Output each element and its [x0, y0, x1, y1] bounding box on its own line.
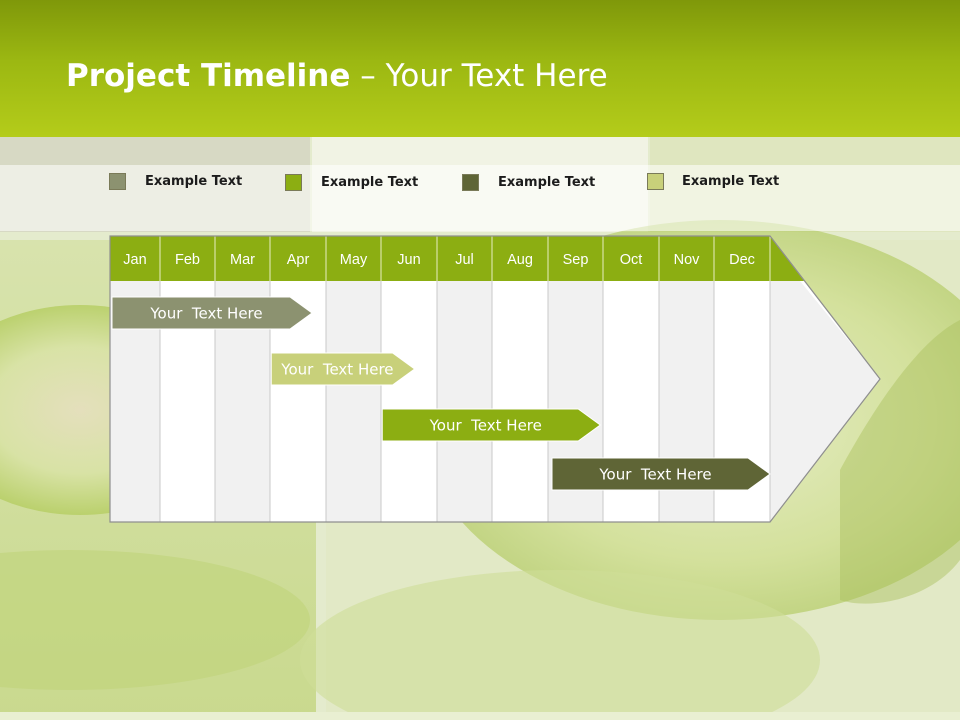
task-bar-1 [111, 296, 313, 330]
month-label-mar: Mar [230, 252, 255, 268]
month-label-aug: Aug [507, 252, 533, 268]
legend-label-3: Example Text [498, 174, 596, 190]
legend-swatch-4 [647, 172, 664, 190]
month-label-dec: Dec [729, 252, 755, 268]
legend-item-3: Example Text [462, 171, 595, 193]
month-label-feb: Feb [175, 252, 200, 268]
slide-title: Project Timeline – Your Text Here [66, 58, 608, 94]
month-label-apr: Apr [287, 252, 310, 268]
task-bar-2 [270, 352, 416, 386]
month-column-jul [437, 281, 492, 522]
legend-label-4: Example Text [682, 173, 780, 189]
timeline-arrow-outline [109, 235, 881, 523]
legend-swatch-3 [462, 173, 479, 191]
title-bold-text: Project Timeline [66, 58, 351, 94]
legend-item-1: Example Text [109, 170, 242, 192]
month-header-row [110, 236, 804, 281]
legend-label-1: Example Text [145, 173, 243, 189]
month-label-sep: Sep [563, 252, 589, 268]
month-column-may [326, 281, 381, 522]
month-label-jul: Jul [455, 252, 474, 268]
task-bar-3 [381, 408, 602, 442]
month-label-oct: Oct [620, 252, 643, 268]
task-bar-label-4: Your Text Here [598, 466, 711, 484]
title-rest-text: – Your Text Here [350, 58, 608, 94]
month-label-may: May [340, 252, 368, 268]
month-column-jun [381, 281, 437, 522]
task-bar-label-1: Your Text Here [149, 305, 262, 323]
title-band [0, 0, 960, 137]
legend-swatch-1 [109, 172, 126, 190]
legend-strip [0, 165, 960, 231]
task-bar-4 [551, 457, 771, 491]
month-label-nov: Nov [674, 252, 701, 268]
arrow-head-fill [770, 281, 880, 522]
task-bar-label-2: Your Text Here [280, 361, 393, 379]
month-label-jan: Jan [123, 252, 146, 268]
legend-label-2: Example Text [321, 174, 419, 190]
month-label-jun: Jun [397, 252, 420, 268]
legend-swatch-2 [285, 173, 302, 191]
legend-item-2: Example Text [285, 171, 418, 193]
task-bar-label-3: Your Text Here [429, 417, 542, 435]
legend-item-4: Example Text [647, 170, 779, 192]
month-column-aug [492, 281, 548, 522]
